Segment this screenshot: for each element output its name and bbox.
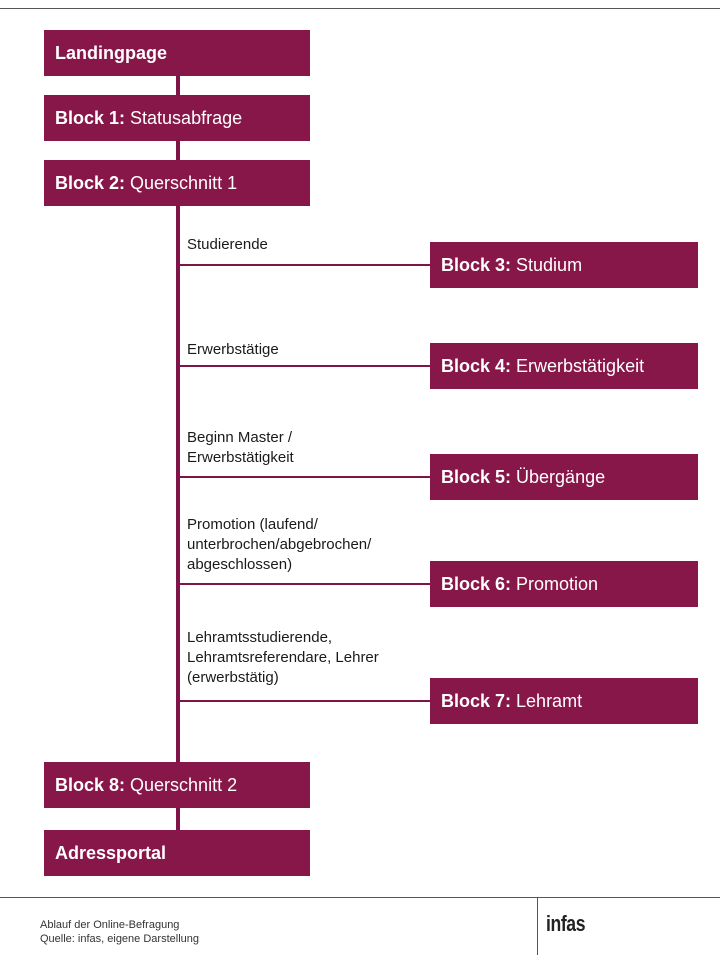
box-block-2-label: Block 2: bbox=[55, 173, 126, 193]
infas-logo: infas bbox=[546, 911, 586, 936]
box-block-6-text: Promotion bbox=[511, 574, 599, 594]
box-block-1: Block 1: Statusabfrage bbox=[44, 95, 310, 141]
condition-erwerbstaetige: Erwerbstätige bbox=[187, 341, 279, 358]
connector-trunk-upper bbox=[176, 75, 180, 765]
box-adressportal: Adressportal bbox=[44, 830, 310, 876]
box-block-5-text: Übergänge bbox=[511, 467, 606, 487]
box-landingpage-label: Landingpage bbox=[55, 43, 167, 63]
box-block-4-text: Erwerbstätigkeit bbox=[511, 356, 645, 376]
box-block-2: Block 2: Querschnitt 1 bbox=[44, 160, 310, 206]
condition-promotion: Promotion (laufend/ unterbrochen/abgebro… bbox=[187, 516, 372, 573]
box-landingpage: Landingpage bbox=[44, 30, 310, 76]
box-block-6: Block 6: Promotion bbox=[430, 561, 698, 607]
box-adressportal-label: Adressportal bbox=[55, 843, 167, 863]
connector-branch-studium bbox=[178, 264, 430, 266]
connector-trunk-lower bbox=[176, 808, 180, 830]
box-block-1-text: Statusabfrage bbox=[125, 108, 243, 128]
box-block-3-label: Block 3: bbox=[441, 255, 512, 275]
box-block-8: Block 8: Querschnitt 2 bbox=[44, 762, 310, 808]
box-block-8-text: Querschnitt 2 bbox=[125, 775, 238, 795]
box-block-6-label: Block 6: bbox=[441, 574, 512, 594]
caption-title: Ablauf der Online-Befragung bbox=[40, 919, 180, 931]
box-block-3-text: Studium bbox=[511, 255, 583, 275]
box-block-5: Block 5: Übergänge bbox=[430, 454, 698, 500]
box-block-3: Block 3: Studium bbox=[430, 242, 698, 288]
box-block-5-label: Block 5: bbox=[441, 467, 512, 487]
box-block-1-label: Block 1: bbox=[55, 108, 126, 128]
box-block-7: Block 7: Lehramt bbox=[430, 678, 698, 724]
condition-beginn-master: Beginn Master / Erwerbstätigkeit bbox=[187, 429, 294, 466]
condition-lehramt: Lehramtsstudierende, Lehramtsreferendare… bbox=[187, 629, 379, 686]
figure-caption: Ablauf der Online-Befragung Quelle: infa… bbox=[40, 918, 199, 946]
footer-rule bbox=[0, 897, 720, 898]
box-block-7-text: Lehramt bbox=[511, 691, 583, 711]
box-block-7-label: Block 7: bbox=[441, 691, 512, 711]
footer-divider bbox=[537, 898, 538, 955]
box-block-4-label: Block 4: bbox=[441, 356, 512, 376]
connector-branch-promotion bbox=[178, 583, 430, 585]
box-block-8-label: Block 8: bbox=[55, 775, 126, 795]
top-rule bbox=[0, 8, 720, 9]
caption-source: Quelle: infas, eigene Darstellung bbox=[40, 933, 199, 945]
connector-branch-lehramt bbox=[178, 700, 430, 702]
connector-branch-uebergaenge bbox=[178, 476, 430, 478]
box-block-2-text: Querschnitt 1 bbox=[125, 173, 238, 193]
connector-branch-erwerbstaetigkeit bbox=[178, 365, 430, 367]
condition-studierende: Studierende bbox=[187, 236, 268, 253]
box-block-4: Block 4: Erwerbstätigkeit bbox=[430, 343, 698, 389]
